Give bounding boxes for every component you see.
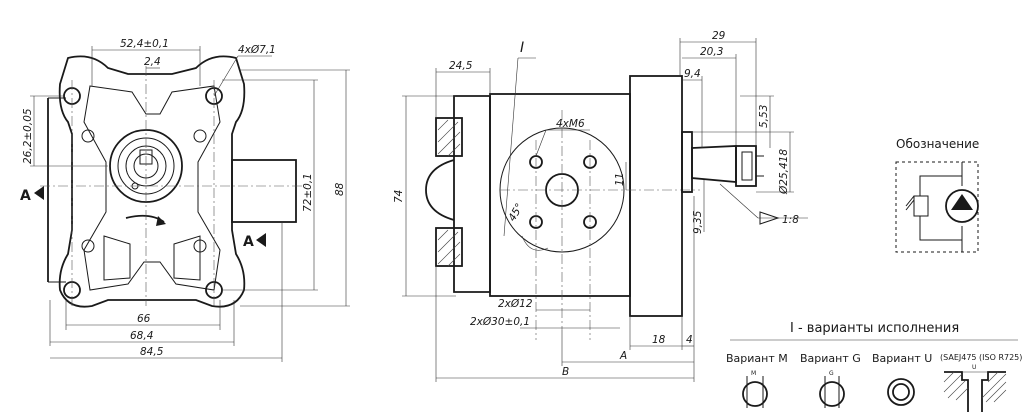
side-view	[425, 75, 764, 340]
dim-b: B	[562, 366, 569, 378]
dim-52-4: 52,4±0,1	[120, 38, 169, 50]
symbol-title: Обозначение	[896, 137, 979, 151]
dim-68-4: 68,4	[130, 330, 153, 342]
section-arrow-left-icon	[34, 186, 44, 200]
dim-9-35: 9,35	[692, 210, 704, 234]
dim-20-3: 20,3	[700, 46, 723, 58]
detail-mark-i: I	[520, 40, 524, 56]
dim-25-418: Ø25,418	[778, 149, 790, 195]
front-view	[40, 55, 306, 308]
side-view-dimensions: 24,5 I 4xM6 74 11 45° 2xØ12 2xØ30±0,1 29…	[393, 30, 808, 382]
dim-11: 11	[614, 173, 626, 186]
pump-arrow-icon	[951, 194, 973, 210]
dim-2x30: 2xØ30±0,1	[470, 316, 530, 328]
variant-m-mark: M	[751, 370, 756, 377]
front-view-dimensions: 52,4±0,1 2,4 4xØ7,1 26,2±0,05 72±0,1 88 …	[20, 38, 350, 362]
taper-ratio: 1:8	[782, 214, 799, 226]
dim-29: 29	[712, 30, 726, 42]
dim-a: A	[619, 350, 627, 362]
variant-g-mark: G	[829, 370, 834, 377]
dim-24-5: 24,5	[449, 60, 473, 72]
dim-2x12: 2xØ12	[498, 298, 533, 310]
dim-4: 4	[686, 334, 693, 346]
dim-66: 66	[137, 313, 151, 325]
dim-4xm6: 4xM6	[556, 118, 585, 130]
dim-45-deg: 45°	[506, 201, 526, 223]
variants-title: I - варианты исполнения	[790, 321, 959, 336]
dim-26-2: 26,2±0,05	[22, 108, 34, 164]
variant-sae-label: (SAEJ475 (ISO R725)	[940, 353, 1022, 362]
dim-4x7-1: 4xØ7,1	[238, 44, 276, 56]
variant-u-mark: U	[972, 364, 976, 371]
section-arrow-right-icon	[256, 233, 266, 247]
dim-88: 88	[334, 182, 346, 196]
variant-u-label: Вариант U	[872, 352, 932, 365]
section-mark-a-right: A	[243, 234, 254, 250]
dim-74: 74	[393, 190, 405, 203]
dim-84-5: 84,5	[140, 346, 164, 358]
variant-g-label: Вариант G	[800, 352, 861, 365]
variants-table: I - варианты исполнения Вариант M M Вари…	[726, 321, 1022, 412]
dim-18: 18	[652, 334, 666, 346]
dim-9-4: 9,4	[684, 68, 701, 80]
section-mark-a-left: A	[20, 188, 31, 204]
dim-5-53: 5,53	[758, 105, 770, 128]
dim-2-4: 2,4	[144, 56, 161, 68]
variant-m-label: Вариант M	[726, 352, 788, 365]
hydraulic-symbol: Обозначение	[895, 137, 979, 253]
dim-72: 72±0,1	[302, 173, 314, 212]
